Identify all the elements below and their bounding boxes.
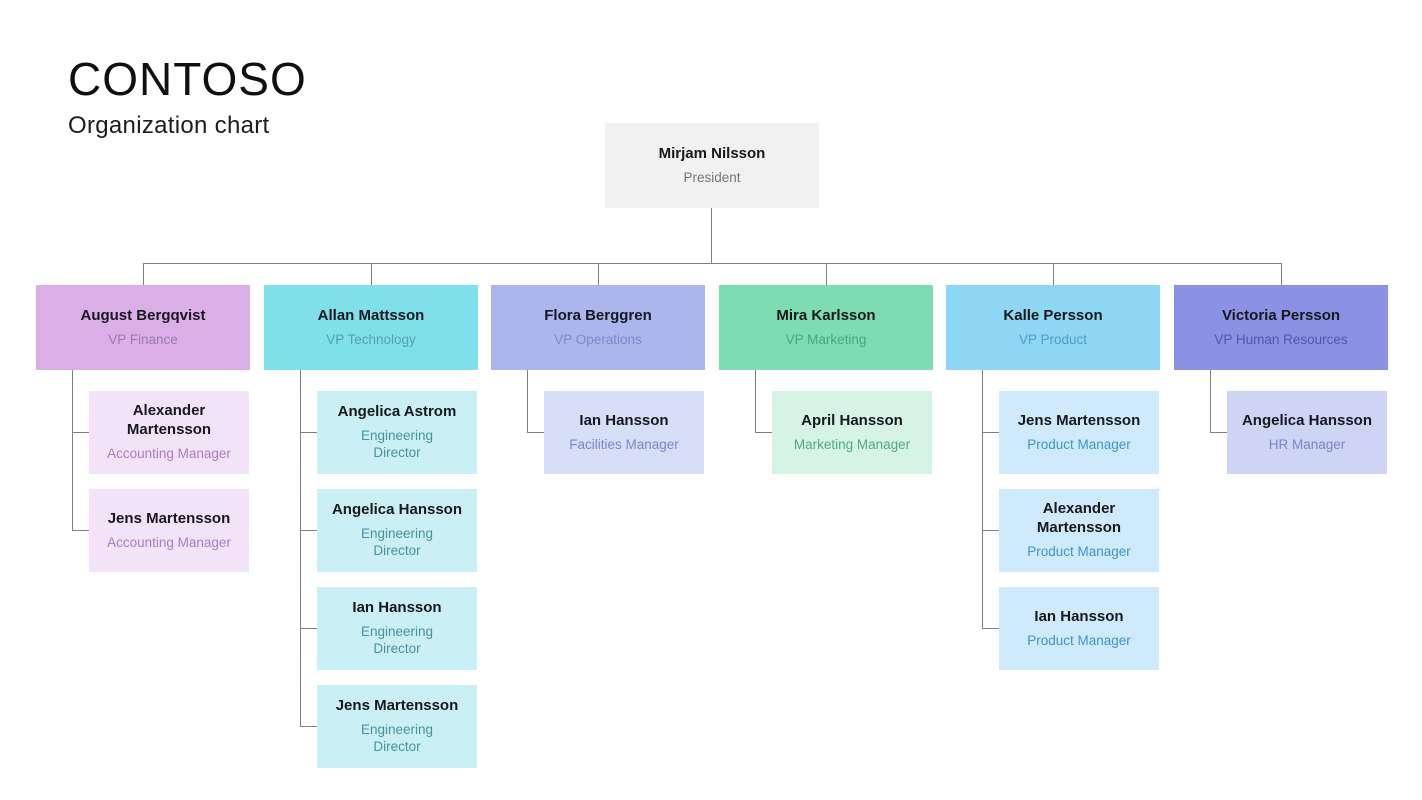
connector-operations-elbow-0 bbox=[527, 432, 544, 433]
connector-stub-technology bbox=[371, 263, 372, 285]
person-name: Jens Martensson bbox=[1017, 411, 1141, 429]
connector-hr-drop bbox=[1210, 370, 1211, 432]
connector-product-elbow-1 bbox=[982, 530, 999, 531]
connector-product-drop bbox=[982, 370, 983, 628]
person-title: Product Manager bbox=[1027, 436, 1131, 452]
connector-marketing-elbow-0 bbox=[755, 432, 772, 433]
node-vp-operations: Flora Berggren VP Operations bbox=[491, 285, 705, 370]
node-vp-finance: August Bergqvist VP Finance bbox=[36, 285, 250, 370]
person-name: Ian Hansson bbox=[352, 599, 442, 617]
person-name: Jens Martensson bbox=[107, 509, 231, 527]
person-name: Mirjam Nilsson bbox=[658, 144, 766, 162]
person-name: Ian Hansson bbox=[579, 411, 669, 429]
connector-stub-hr bbox=[1281, 263, 1282, 285]
connector-marketing-drop bbox=[755, 370, 756, 432]
person-title: Product Manager bbox=[1027, 632, 1131, 648]
person-title: VP Marketing bbox=[785, 331, 867, 347]
connector-main-horizontal bbox=[143, 263, 1282, 264]
person-name: Alexander Martensson bbox=[1036, 500, 1122, 537]
node-report-product-1: Alexander Martensson Product Manager bbox=[999, 489, 1159, 572]
person-title: Engineering Director bbox=[360, 525, 434, 559]
node-report-finance-1: Jens Martensson Accounting Manager bbox=[89, 489, 249, 572]
connector-president-drop bbox=[711, 208, 712, 263]
connector-product-elbow-0 bbox=[982, 432, 999, 433]
node-report-technology-2: Ian Hansson Engineering Director bbox=[317, 587, 477, 670]
person-name: April Hansson bbox=[801, 411, 903, 429]
connector-technology-drop bbox=[300, 370, 301, 726]
node-vp-hr: Victoria Persson VP Human Resources bbox=[1174, 285, 1388, 370]
person-name: Angelica Astrom bbox=[337, 403, 457, 421]
node-vp-technology: Allan Mattsson VP Technology bbox=[264, 285, 478, 370]
person-name: Flora Berggren bbox=[544, 306, 652, 324]
person-title: Engineering Director bbox=[360, 623, 434, 657]
page-title: Organization chart bbox=[68, 112, 270, 139]
node-report-technology-1: Angelica Hansson Engineering Director bbox=[317, 489, 477, 572]
person-title: Accounting Manager bbox=[107, 445, 231, 461]
person-title: VP Technology bbox=[326, 331, 416, 347]
connector-technology-elbow-3 bbox=[300, 726, 317, 727]
node-report-operations-0: Ian Hansson Facilities Manager bbox=[544, 391, 704, 474]
node-president: Mirjam Nilsson President bbox=[605, 123, 819, 208]
person-title: VP Human Resources bbox=[1214, 331, 1348, 347]
person-name: Victoria Persson bbox=[1221, 306, 1341, 324]
connector-operations-drop bbox=[527, 370, 528, 432]
node-report-product-0: Jens Martensson Product Manager bbox=[999, 391, 1159, 474]
connector-hr-elbow-0 bbox=[1210, 432, 1227, 433]
connector-stub-finance bbox=[143, 263, 144, 285]
connector-technology-elbow-1 bbox=[300, 530, 317, 531]
node-report-finance-0: Alexander Martensson Accounting Manager bbox=[89, 391, 249, 474]
person-name: Alexander Martensson bbox=[126, 402, 212, 439]
person-title: VP Finance bbox=[108, 331, 178, 347]
node-report-technology-3: Jens Martensson Engineering Director bbox=[317, 685, 477, 768]
connector-stub-product bbox=[1053, 263, 1054, 285]
person-name: Angelica Hansson bbox=[1241, 411, 1373, 429]
connector-finance-drop bbox=[72, 370, 73, 530]
person-name: Kalle Persson bbox=[1003, 306, 1103, 324]
node-report-marketing-0: April Hansson Marketing Manager bbox=[772, 391, 932, 474]
node-report-technology-0: Angelica Astrom Engineering Director bbox=[317, 391, 477, 474]
person-title: Accounting Manager bbox=[107, 534, 231, 550]
connector-technology-elbow-0 bbox=[300, 432, 317, 433]
person-title: Engineering Director bbox=[360, 721, 434, 755]
connector-stub-marketing bbox=[826, 263, 827, 285]
person-name: Ian Hansson bbox=[1034, 607, 1124, 625]
connector-product-elbow-2 bbox=[982, 628, 999, 629]
person-title: Marketing Manager bbox=[793, 436, 911, 452]
connector-technology-elbow-2 bbox=[300, 628, 317, 629]
connector-finance-elbow-0 bbox=[72, 432, 89, 433]
person-title: Product Manager bbox=[1027, 543, 1131, 559]
person-title: President bbox=[683, 169, 741, 185]
person-name: Angelica Hansson bbox=[331, 501, 463, 519]
connector-stub-operations bbox=[598, 263, 599, 285]
connector-finance-elbow-1 bbox=[72, 530, 89, 531]
person-name: Allan Mattsson bbox=[317, 306, 425, 324]
person-name: Jens Martensson bbox=[335, 697, 459, 715]
person-title: VP Operations bbox=[554, 331, 642, 347]
person-name: August Bergqvist bbox=[80, 306, 206, 324]
person-title: Facilities Manager bbox=[569, 436, 679, 452]
node-vp-product: Kalle Persson VP Product bbox=[946, 285, 1160, 370]
node-report-hr-0: Angelica Hansson HR Manager bbox=[1227, 391, 1387, 474]
node-report-product-2: Ian Hansson Product Manager bbox=[999, 587, 1159, 670]
person-name: Mira Karlsson bbox=[776, 306, 876, 324]
person-title: Engineering Director bbox=[360, 427, 434, 461]
company-logo-text: CONTOSO bbox=[68, 53, 307, 105]
person-title: HR Manager bbox=[1268, 436, 1346, 452]
node-vp-marketing: Mira Karlsson VP Marketing bbox=[719, 285, 933, 370]
person-title: VP Product bbox=[1018, 331, 1088, 347]
